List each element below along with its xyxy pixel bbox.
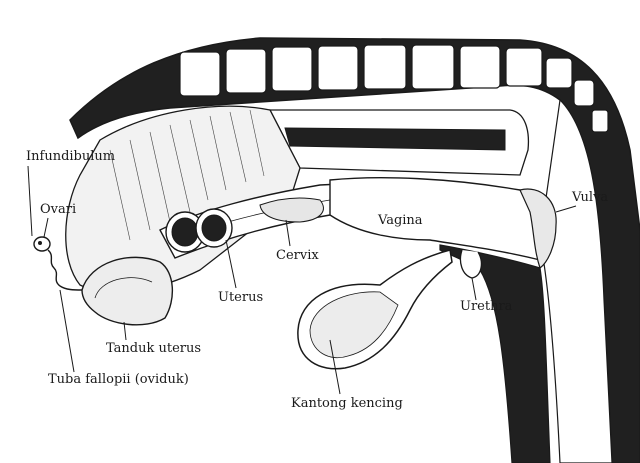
- label-vagina: Vagina: [378, 213, 423, 228]
- urethra-duct: [459, 249, 483, 279]
- leader-infundibulum: [27, 165, 33, 237]
- vulva-folds: [519, 188, 557, 269]
- label-vulva: Vulva: [572, 190, 609, 205]
- label-tuba-fallopii: Tuba fallopii (oviduk): [48, 372, 189, 387]
- cervix-folds: [259, 197, 324, 223]
- leader-uterus: [225, 239, 237, 289]
- leader-kantong: [329, 339, 341, 395]
- leader-tanduk: [123, 321, 127, 341]
- label-infundibulum: Infundibulum: [26, 149, 116, 164]
- ligament-hatching: [109, 109, 265, 241]
- pelvic-floor: [439, 244, 551, 463]
- label-ovari: Ovari: [40, 202, 77, 217]
- tail-region: [539, 98, 613, 463]
- label-uterus: Uterus: [218, 290, 264, 305]
- leader-lines: [27, 165, 577, 395]
- leader-urethra: [471, 277, 477, 301]
- leader-tuba: [59, 289, 75, 373]
- label-cervix: Cervix: [276, 248, 319, 263]
- label-urethra: Urethra: [460, 299, 513, 314]
- leader-ovari: [43, 217, 49, 238]
- leader-vulva: [555, 205, 577, 213]
- leader-cervix: [285, 219, 291, 247]
- uterine-horn: [81, 256, 174, 326]
- label-kantong-kencing: Kantong kencing: [291, 396, 403, 411]
- vertebrae: [179, 44, 609, 133]
- oviduct: [47, 249, 83, 291]
- uterine-horn-sections: [165, 208, 233, 253]
- label-tanduk-uterus: Tanduk uterus: [106, 341, 202, 356]
- ovary: [33, 236, 51, 252]
